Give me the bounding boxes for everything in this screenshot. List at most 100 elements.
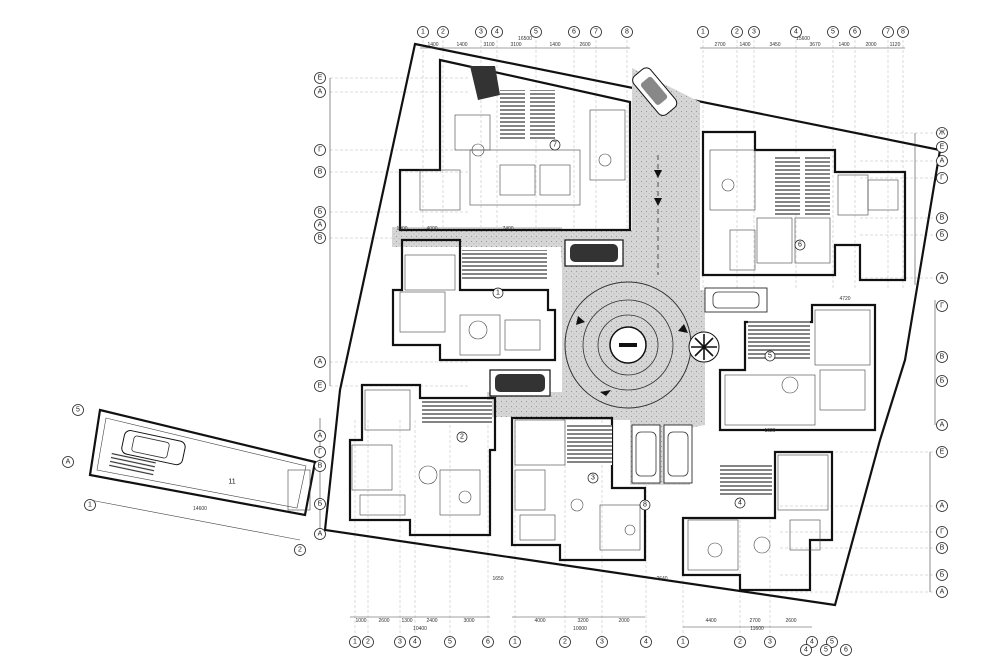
dimension-text: 1120 [890, 42, 901, 48]
axis-bubble-right-top: A [936, 272, 948, 284]
axis-bubble-garage: 2 [294, 544, 306, 556]
axis-bubble-left-top: Б [314, 206, 326, 218]
dimension-text: 4000 [534, 618, 545, 624]
svg-text:1: 1 [88, 502, 92, 509]
svg-text:Б: Б [940, 572, 945, 579]
svg-text:7: 7 [886, 29, 890, 36]
house-unit-4 [681, 450, 834, 592]
unit-number-marker: 8 [639, 499, 651, 511]
svg-text:5: 5 [831, 29, 835, 36]
dimension-text: 4000 [426, 226, 437, 232]
unit-number-marker: 1 [492, 287, 504, 299]
axis-bubble-bottom-left: 6 [482, 636, 494, 648]
svg-text:6: 6 [486, 639, 490, 646]
axis-bubble-left-mid: A [314, 356, 326, 368]
axis-bubble-left-mid: E [314, 380, 326, 392]
axis-bubble-left-mid: B [314, 460, 326, 472]
dimension-text: 2400 [426, 618, 437, 624]
svg-text:5: 5 [448, 639, 452, 646]
dimension-text: 3200 [577, 618, 588, 624]
svg-text:Г: Г [940, 175, 944, 182]
dimension-total: 10400 [413, 626, 427, 632]
svg-text:Ж: Ж [939, 130, 946, 137]
axis-bubble-bottom-mid: 1 [509, 636, 521, 648]
svg-text:3: 3 [600, 639, 604, 646]
svg-text:2: 2 [735, 29, 739, 36]
axis-bubble-right-low: A [936, 586, 948, 598]
dimension-text: 4400 [705, 618, 716, 624]
house-unit-5 [718, 303, 877, 432]
svg-text:Г: Г [940, 303, 944, 310]
dimension-total: 10000 [573, 626, 587, 632]
dimension-text: 1920 [764, 428, 775, 434]
svg-text:A: A [318, 433, 323, 440]
unit-number-marker: 5 [764, 350, 776, 362]
svg-text:2: 2 [298, 547, 302, 554]
axis-bubble-top-right: 8 [897, 26, 909, 38]
dimension-text: 4720 [839, 296, 850, 302]
svg-text:A: A [940, 422, 945, 429]
dimension-total: 16500 [518, 36, 532, 42]
dimension-text: 1400 [427, 42, 438, 48]
axis-bubble-bottom-left: 3 [394, 636, 406, 648]
axis-bubble-top-left: 4 [491, 26, 503, 38]
svg-text:A: A [318, 531, 323, 538]
svg-text:2: 2 [738, 639, 742, 646]
svg-text:5: 5 [768, 353, 772, 360]
svg-text:5: 5 [76, 407, 80, 414]
svg-text:7: 7 [553, 142, 557, 149]
axis-bubble-top-right: 4 [790, 26, 802, 38]
svg-text:6: 6 [853, 29, 857, 36]
svg-text:1: 1 [701, 29, 705, 36]
tree-symbol [688, 331, 720, 363]
unit-number-marker: 7 [549, 139, 561, 151]
dimension-text: 2600 [378, 618, 389, 624]
axis-bubble-top-right: 1 [697, 26, 709, 38]
svg-text:4: 4 [794, 29, 798, 36]
dimension-text: 1400 [838, 42, 849, 48]
svg-text:Б: Б [940, 232, 945, 239]
axis-bubble-right-top: B [936, 212, 948, 224]
svg-text:B: B [940, 545, 945, 552]
axis-bubble-top-right: 7 [882, 26, 894, 38]
roundabout [564, 155, 692, 409]
svg-text:1: 1 [513, 639, 517, 646]
axis-bubble-right-low: E [936, 446, 948, 458]
dimension-text: 1650 [492, 576, 503, 582]
dimension-garage-total: 14600 [193, 506, 207, 512]
svg-text:4: 4 [810, 639, 814, 646]
svg-text:6: 6 [844, 647, 848, 654]
axis-bubble-garage: 1 [84, 499, 96, 511]
svg-text:8: 8 [901, 29, 905, 36]
dimension-text: 3000 [463, 618, 474, 624]
house-unit-3 [510, 416, 647, 562]
axis-bubble-bottom-right: 1 [677, 636, 689, 648]
axis-bubble-bottom-mid: 4 [640, 636, 652, 648]
dimension-text: 1000 [396, 226, 407, 232]
axis-bubble-bottom-right: 4 [806, 636, 818, 648]
axis-bubble-right-mid: Б [936, 375, 948, 387]
site-boundary [323, 42, 942, 607]
axis-bubble-top-right: 6 [849, 26, 861, 38]
svg-text:7: 7 [594, 29, 598, 36]
axis-bubble-top-left: 7 [590, 26, 602, 38]
svg-text:5: 5 [824, 647, 828, 654]
axis-bubble-top-left: 5 [530, 26, 542, 38]
axis-bubble-left-mid: A [314, 430, 326, 442]
dimension-text: 2640 [656, 576, 667, 582]
unit-number-marker: 4 [734, 497, 746, 509]
axis-bubble-left-mid: Б [314, 498, 326, 510]
svg-text:3: 3 [752, 29, 756, 36]
car-icons [121, 67, 768, 484]
unit-number-marker: 2 [456, 431, 468, 443]
dimension-text: 1400 [456, 42, 467, 48]
axis-bubble-right-top: E [936, 141, 948, 153]
axis-bubble-right-low: A [936, 500, 948, 512]
axis-bubble-top-right: 2 [731, 26, 743, 38]
axis-bubble-bottom-right-sub: 6 [840, 644, 852, 656]
dimension-text: 3450 [769, 42, 780, 48]
svg-text:B: B [318, 169, 323, 176]
svg-text:4: 4 [644, 639, 648, 646]
